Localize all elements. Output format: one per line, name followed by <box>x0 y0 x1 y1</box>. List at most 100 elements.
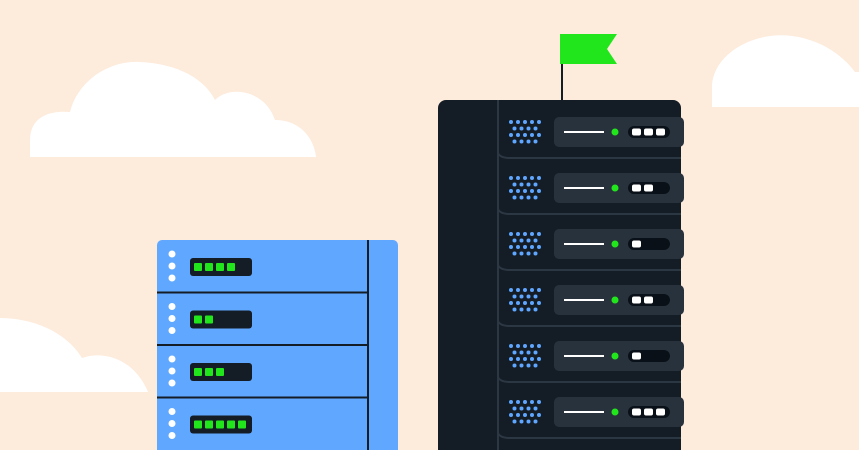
vent-dot <box>537 400 541 404</box>
vent-dot <box>516 189 520 193</box>
vent-dot <box>526 294 531 299</box>
flag-icon <box>560 34 617 102</box>
vent-dot <box>533 406 538 411</box>
vent-dot <box>512 251 517 256</box>
vent-dot <box>509 120 513 124</box>
unit-dot <box>168 367 176 375</box>
status-led <box>611 296 619 304</box>
vent-dot <box>512 419 517 424</box>
vent-dot <box>523 133 527 137</box>
vent-dot <box>530 357 534 361</box>
vent-dot <box>523 120 527 124</box>
indicator-segment <box>632 352 641 360</box>
vent-dot <box>519 182 524 187</box>
vent-dot <box>516 413 520 417</box>
vent-dot <box>533 363 538 368</box>
vent-dot <box>526 307 531 312</box>
vent-dot <box>526 195 531 200</box>
unit-panel <box>554 229 684 259</box>
unit-panel <box>554 117 684 147</box>
vent-dot <box>530 176 534 180</box>
cloud-icon <box>0 318 148 392</box>
indicator-segment <box>644 296 653 304</box>
cloud-icon <box>30 61 316 157</box>
vent-dot <box>526 419 531 424</box>
unit-panel <box>554 173 684 203</box>
vent-dot <box>509 413 513 417</box>
vent-dot <box>519 126 524 131</box>
status-segment <box>216 368 224 376</box>
vent-dot <box>516 176 520 180</box>
vent-dot <box>519 251 524 256</box>
vent-dot <box>526 406 531 411</box>
server-unit <box>497 229 684 271</box>
unit-dot <box>168 250 176 258</box>
vent-dot <box>537 344 541 348</box>
server-unit <box>157 396 368 439</box>
vent-dot <box>519 419 524 424</box>
vent-dot <box>516 288 520 292</box>
status-led <box>611 184 619 192</box>
vent-dot <box>526 238 531 243</box>
vent-dot <box>512 350 517 355</box>
status-segment <box>227 263 235 271</box>
vent-dot <box>530 245 534 249</box>
vent-dot <box>509 288 513 292</box>
server-unit <box>497 173 684 215</box>
vent-dot <box>530 120 534 124</box>
vent-dot <box>512 126 517 131</box>
vent-dot <box>533 182 538 187</box>
status-segment <box>205 368 213 376</box>
vent-dot <box>530 189 534 193</box>
vent-dot <box>533 139 538 144</box>
vent-dot <box>526 126 531 131</box>
vent-dot <box>523 344 527 348</box>
vent-dot <box>530 344 534 348</box>
server-rack-icon <box>157 240 398 450</box>
vent-dot <box>519 238 524 243</box>
vent-dot <box>523 301 527 305</box>
vent-dot <box>530 413 534 417</box>
unit-panel <box>554 397 684 427</box>
indicator-segment <box>632 408 641 416</box>
server-unit <box>497 341 684 383</box>
indicator-segment <box>644 128 653 136</box>
indicator-segment <box>632 184 641 192</box>
status-display <box>190 310 252 329</box>
server-unit <box>168 250 252 282</box>
vent-dot <box>512 139 517 144</box>
status-led <box>611 352 619 360</box>
vent-grille <box>509 232 541 256</box>
vent-dot <box>512 363 517 368</box>
indicator-segment <box>632 240 641 248</box>
vent-dot <box>530 288 534 292</box>
vent-dot <box>512 307 517 312</box>
server-unit <box>157 344 368 387</box>
vent-dot <box>533 195 538 200</box>
vent-dot <box>512 182 517 187</box>
unit-dot <box>168 303 176 310</box>
unit-dot <box>168 262 176 270</box>
cloud-icon <box>712 35 859 107</box>
vent-dot <box>526 251 531 256</box>
unit-dot <box>168 432 176 439</box>
vent-dot <box>537 120 541 124</box>
vent-dot <box>509 344 513 348</box>
vent-dot <box>512 406 517 411</box>
unit-separator <box>497 432 681 439</box>
vent-dot <box>537 133 541 137</box>
status-segment <box>216 420 224 429</box>
server-unit <box>497 285 684 327</box>
server-rack-icon <box>438 100 684 450</box>
vent-dot <box>537 357 541 361</box>
vent-dot <box>523 232 527 236</box>
status-segment <box>194 368 202 376</box>
vent-dot <box>523 400 527 404</box>
vent-dot <box>516 357 520 361</box>
vent-dot <box>537 288 541 292</box>
status-segment <box>227 420 235 429</box>
unit-panel <box>554 341 684 371</box>
vent-dot <box>537 301 541 305</box>
vent-dot <box>523 357 527 361</box>
